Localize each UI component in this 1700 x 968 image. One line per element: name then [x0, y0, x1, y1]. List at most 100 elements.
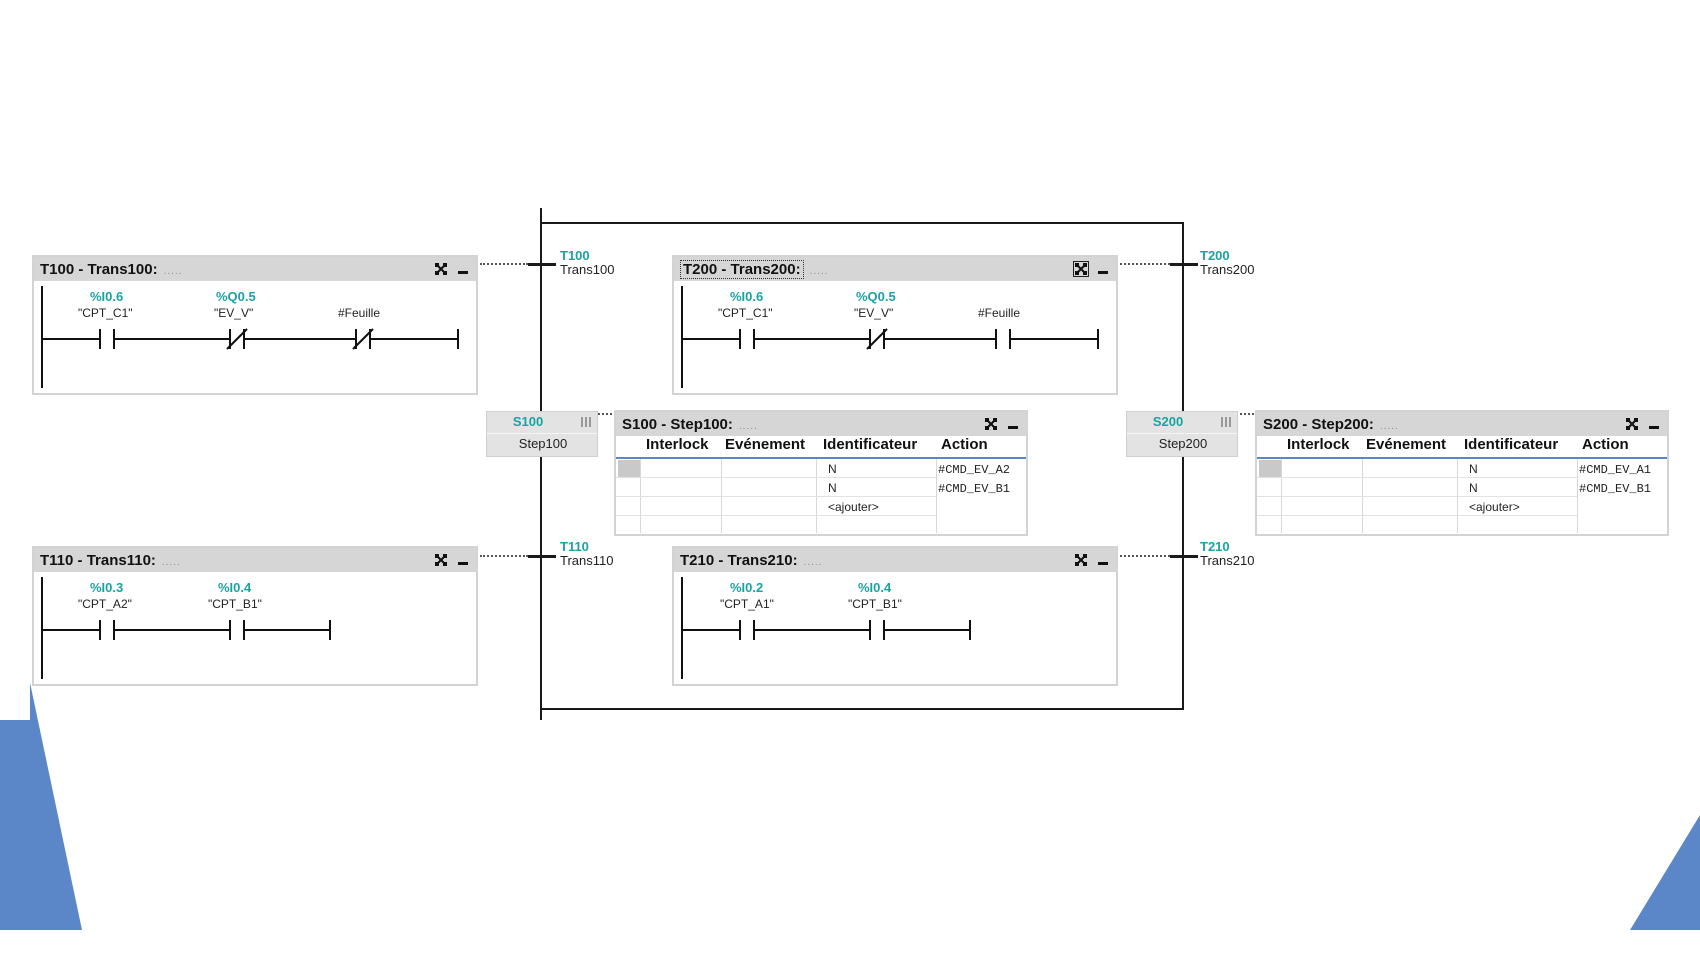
transition-bar-t200[interactable]	[1170, 263, 1198, 266]
transition-label-t200[interactable]: T200 Trans200	[1200, 249, 1254, 277]
row-divider	[616, 515, 936, 516]
column-header-action[interactable]: Action	[941, 436, 988, 453]
cell-identificateur[interactable]: N	[828, 481, 837, 495]
minimize-icon[interactable]	[456, 553, 470, 567]
row-selector[interactable]	[618, 460, 640, 477]
connector-s200	[1240, 413, 1254, 415]
header-underline	[616, 457, 1026, 459]
panel-title: S200 - Step200:.....	[1263, 415, 1399, 433]
contact-tag: "CPT_C1"	[78, 306, 133, 320]
right-decor-triangle	[1630, 815, 1700, 930]
contact-address: %I0.6	[90, 289, 124, 304]
contact-tag: #Feuille	[978, 306, 1021, 320]
minimize-icon[interactable]	[1096, 553, 1110, 567]
cell-identificateur[interactable]: N	[1469, 481, 1478, 495]
panel-title: T210 - Trans210:.....	[680, 551, 823, 569]
transition-label-t110[interactable]: T110 Trans110	[560, 540, 613, 568]
transition-id: T210	[1200, 539, 1230, 554]
contact-address: %Q0.5	[856, 289, 896, 304]
step-panel-s100[interactable]: S100 - Step100:..... Interlock Evénement…	[614, 410, 1028, 536]
seq-top-horizontal	[540, 222, 1184, 224]
step-name: Step100	[518, 436, 568, 451]
panel-title: T100 - Trans100:.....	[40, 260, 183, 278]
connector-s100	[598, 413, 612, 415]
cell-action[interactable]: #CMD_EV_A2	[938, 463, 1011, 477]
row-divider	[1257, 515, 1577, 516]
column-header-action[interactable]: Action	[1582, 436, 1629, 453]
transition-panel-t200[interactable]: T200 - Trans200:..... %I0.6 "CPT_C1" %Q0…	[672, 255, 1118, 395]
seq-left-vertical	[540, 208, 542, 720]
contact-tag: "CPT_B1"	[208, 597, 262, 611]
row-divider	[616, 496, 936, 497]
transition-panel-t100[interactable]: T100 - Trans100:..... %I0.6 "CPT_C1" %Q0…	[32, 255, 478, 395]
connector-t210	[1120, 555, 1170, 557]
step-box-s200[interactable]: S200 Step200	[1126, 411, 1238, 457]
row-selector[interactable]	[1259, 460, 1281, 477]
transition-name: Trans110	[560, 553, 614, 568]
step-divider	[1127, 433, 1237, 434]
ladder-network	[41, 577, 331, 679]
row-divider	[1257, 477, 1577, 478]
connector-t200	[1120, 263, 1170, 265]
minimize-icon[interactable]	[1006, 417, 1020, 431]
minimize-icon[interactable]	[1647, 417, 1661, 431]
expand-icon[interactable]	[1073, 261, 1089, 277]
panel-header[interactable]: T200 - Trans200:.....	[674, 257, 1116, 281]
cell-action[interactable]: #CMD_EV_B1	[938, 482, 1011, 496]
minimize-icon[interactable]	[456, 262, 470, 276]
cell-action[interactable]: #CMD_EV_B1	[1579, 482, 1652, 496]
step-id: S200	[1152, 414, 1184, 429]
grip-icon[interactable]	[579, 415, 593, 429]
transition-id: T100	[560, 248, 590, 263]
actions-table: Interlock Evénement Identificateur Actio…	[1257, 436, 1667, 534]
cell-identificateur[interactable]: N	[828, 462, 837, 476]
expand-icon[interactable]	[984, 417, 998, 431]
header-underline	[1257, 457, 1667, 459]
column-header-evenement[interactable]: Evénement	[1366, 436, 1447, 453]
transition-bar-t110[interactable]	[528, 555, 556, 558]
connector-t100	[480, 263, 528, 265]
transition-bar-t210[interactable]	[1170, 555, 1198, 558]
expand-icon[interactable]	[1074, 553, 1088, 567]
transition-panel-t210[interactable]: T210 - Trans210:..... %I0.2 "CPT_A1" %I0…	[672, 546, 1118, 686]
transition-id: T110	[560, 539, 589, 554]
step-name: Step200	[1158, 436, 1208, 451]
transition-name: Trans210	[1200, 553, 1255, 568]
cell-action[interactable]: #CMD_EV_A1	[1579, 463, 1652, 477]
transition-panel-t110[interactable]: T110 - Trans110:..... %I0.3 "CPT_A2" %I0…	[32, 546, 478, 686]
panel-header[interactable]: T210 - Trans210:.....	[674, 548, 1116, 572]
row-divider	[616, 477, 936, 478]
cell-identificateur[interactable]: N	[1469, 462, 1478, 476]
expand-icon[interactable]	[1625, 417, 1639, 431]
panel-header[interactable]: S100 - Step100:.....	[616, 412, 1026, 436]
contact-tag: #Feuille	[338, 306, 381, 320]
panel-header[interactable]: T110 - Trans110:.....	[34, 548, 476, 572]
minimize-icon[interactable]	[1096, 262, 1110, 276]
column-header-identificateur[interactable]: Identificateur	[1464, 436, 1559, 453]
column-header-interlock[interactable]: Interlock	[1287, 436, 1350, 453]
add-action-cell[interactable]: <ajouter>	[1469, 500, 1520, 514]
transition-id: T200	[1200, 248, 1230, 263]
grip-icon[interactable]	[1219, 415, 1233, 429]
column-header-evenement[interactable]: Evénement	[725, 436, 806, 453]
panel-title: T200 - Trans200:.....	[680, 259, 1066, 279]
expand-icon[interactable]	[434, 553, 448, 567]
step-panel-s200[interactable]: S200 - Step200:..... Interlock Evénement…	[1255, 410, 1669, 536]
add-action-cell[interactable]: <ajouter>	[828, 500, 879, 514]
panel-header[interactable]: T100 - Trans100:.....	[34, 257, 476, 281]
transition-label-t100[interactable]: T100 Trans100	[560, 249, 614, 277]
expand-icon[interactable]	[434, 262, 448, 276]
transition-label-t210[interactable]: T210 Trans210	[1200, 540, 1254, 568]
panel-header[interactable]: S200 - Step200:.....	[1257, 412, 1667, 436]
contact-address: %I0.4	[218, 580, 252, 595]
panel-title: T110 - Trans110:.....	[40, 551, 181, 569]
seq-right-vertical	[1182, 222, 1184, 710]
step-box-s100[interactable]: S100 Step100	[486, 411, 598, 457]
transition-name: Trans200	[1200, 262, 1255, 277]
transition-bar-t100[interactable]	[528, 263, 556, 266]
contact-address: %I0.3	[90, 580, 124, 595]
column-header-interlock[interactable]: Interlock	[646, 436, 709, 453]
ladder-network	[681, 286, 1099, 388]
contact-tag: "CPT_A2"	[78, 597, 132, 611]
column-header-identificateur[interactable]: Identificateur	[823, 436, 918, 453]
